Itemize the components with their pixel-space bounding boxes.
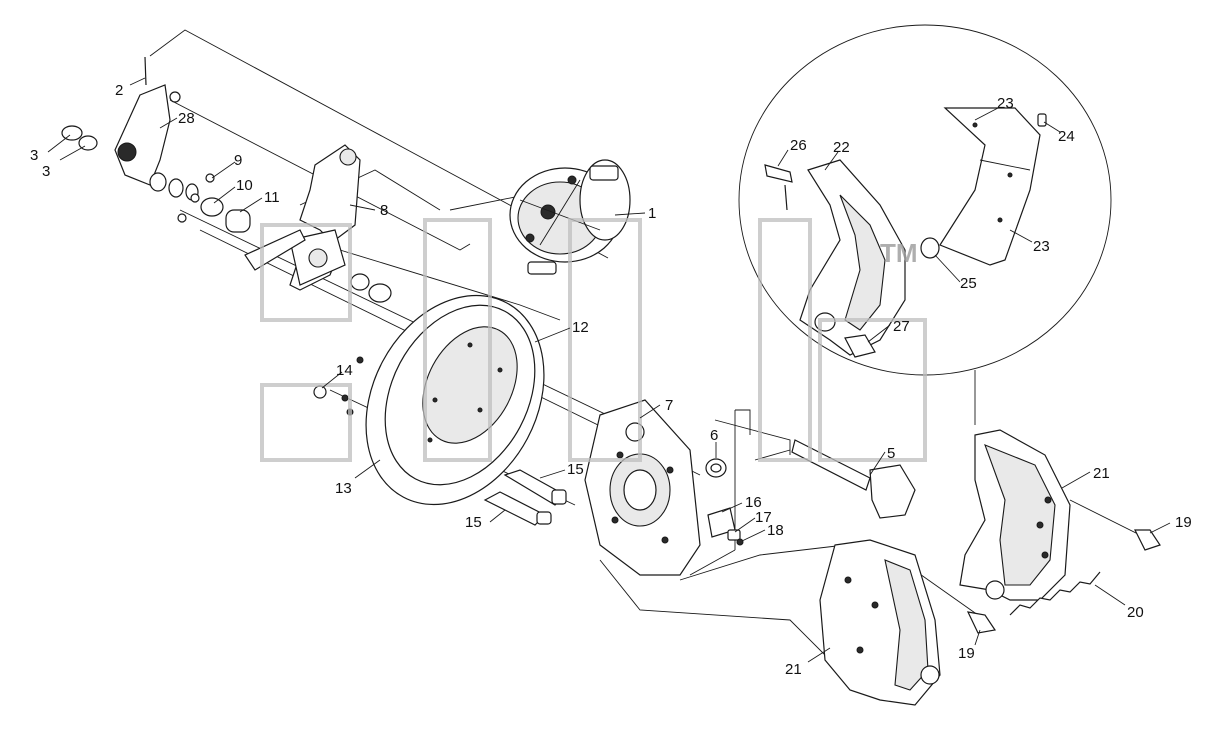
callout-27: 27 (893, 318, 910, 335)
callout-23-a: 23 (997, 95, 1014, 112)
callout-21-b: 21 (785, 661, 802, 678)
callout-14: 14 (336, 362, 353, 379)
callout-15-b: 15 (465, 514, 482, 531)
callout-15-a: 15 (567, 461, 584, 478)
part-28-slack-adjuster (61, 56, 199, 201)
watermark-tm-label: TM (880, 238, 918, 268)
callout-3-a: 3 (30, 147, 38, 164)
part-15-anchor-pins (483, 469, 567, 526)
callout-11: 11 (264, 189, 280, 206)
callout-22: 22 (833, 139, 850, 156)
part-24-rivet (1037, 113, 1047, 127)
callout-leaders (47, 77, 1171, 663)
callout-20: 20 (1127, 604, 1144, 621)
callout-9: 9 (234, 152, 242, 169)
callout-26: 26 (790, 137, 807, 154)
callout-2: 2 (115, 82, 123, 99)
part-7-spider-plate (584, 399, 701, 576)
part-19-rollers (966, 529, 1161, 634)
callout-labels: 1 2 3 3 5 6 7 8 9 10 11 12 13 14 15 15 1… (30, 82, 1192, 678)
callout-6: 6 (710, 427, 718, 444)
callout-24: 24 (1058, 128, 1075, 145)
callout-1: 1 (648, 205, 656, 222)
callout-13: 13 (335, 480, 352, 497)
callout-19-a: 19 (1175, 514, 1192, 531)
callout-28: 28 (178, 110, 195, 127)
callout-25: 25 (960, 275, 977, 292)
part-23-lining (939, 107, 1041, 266)
part-20-return-spring (1009, 571, 1101, 616)
callout-18: 18 (767, 522, 784, 539)
part-21-upper-brake-shoe (959, 429, 1071, 601)
part-6-seal (705, 458, 727, 478)
part-16-17-18-sensor (707, 507, 744, 546)
part-9-10-11-bushings (177, 173, 392, 303)
callout-21-a: 21 (1093, 465, 1110, 482)
callout-23-b: 23 (1033, 238, 1050, 255)
callout-3-b: 3 (42, 163, 50, 180)
callout-8: 8 (380, 202, 388, 219)
callout-12: 12 (572, 319, 589, 336)
part-25-washer (920, 237, 940, 259)
callout-7: 7 (665, 397, 673, 414)
callout-16: 16 (745, 494, 762, 511)
watermark: TM (260, 218, 927, 462)
part-26-pin (764, 164, 793, 211)
callout-5: 5 (887, 445, 895, 462)
part-21-lower-brake-shoe (819, 539, 941, 706)
callout-17: 17 (755, 509, 772, 526)
part-12-13-dust-shield (365, 294, 545, 506)
callout-19-b: 19 (958, 645, 975, 662)
callout-10: 10 (236, 177, 253, 194)
part-22-shoe-web (799, 159, 906, 356)
part-1-brake-chamber (509, 159, 631, 275)
